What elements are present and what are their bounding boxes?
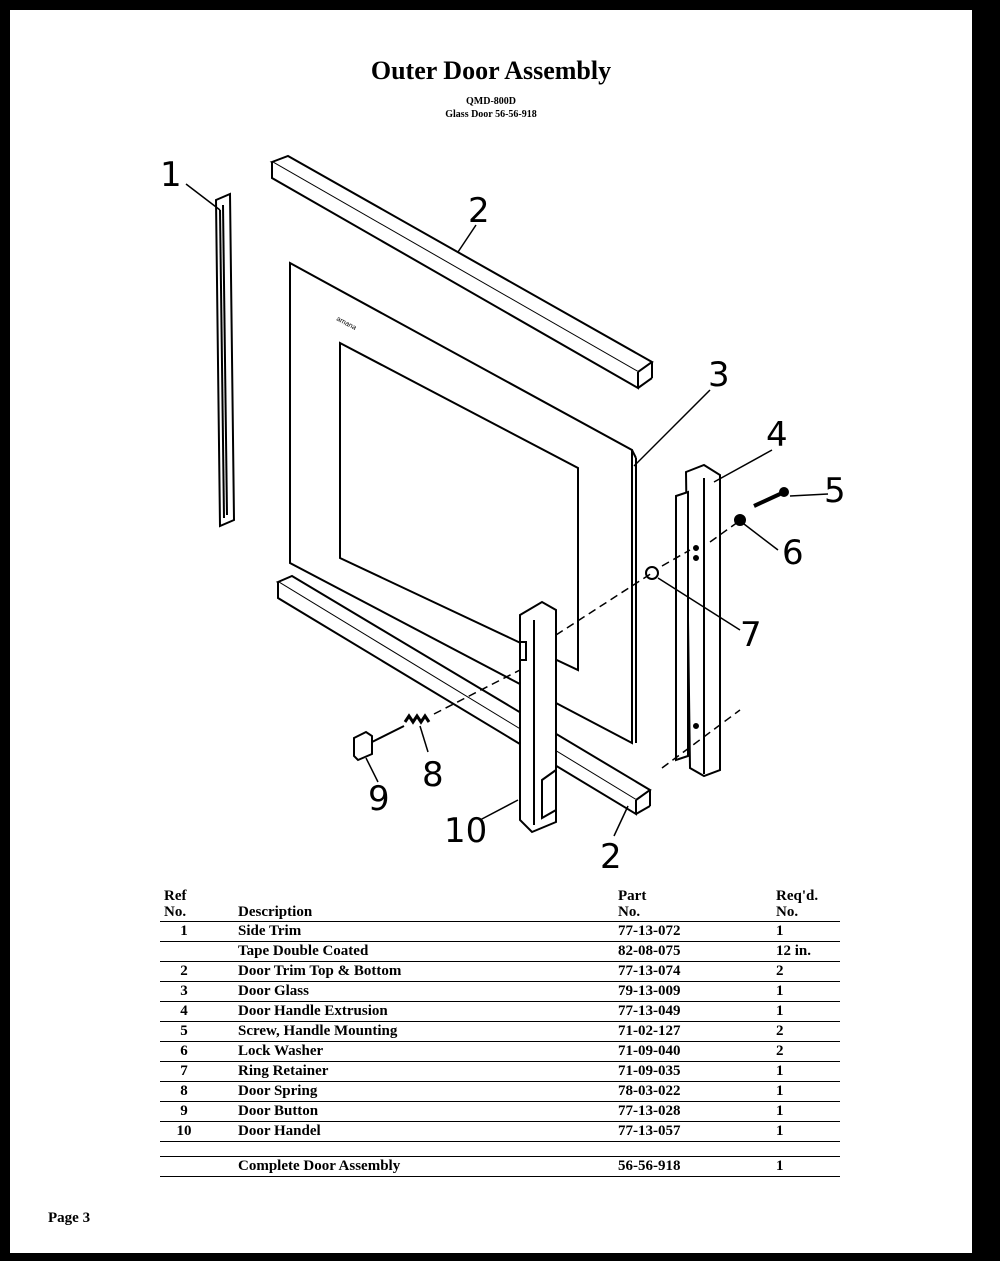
- table-row: 9 Door Button 77-13-028 1: [160, 1101, 840, 1122]
- quantity-cell: 1: [772, 1121, 840, 1142]
- table-row: Tape Double Coated 82-08-075 12 in.: [160, 941, 840, 962]
- door-trim-top-part: [269, 154, 654, 390]
- total-part-number-cell: 56-56-918: [614, 1156, 772, 1177]
- table-row: 5 Screw, Handle Mounting 71-02-127 2: [160, 1021, 840, 1042]
- quantity-cell: 1: [772, 1101, 840, 1122]
- description-cell: Door Trim Top & Bottom: [208, 961, 614, 982]
- part-number-cell: 71-09-035: [614, 1061, 772, 1082]
- description-cell: Door Spring: [208, 1081, 614, 1102]
- part-number-cell: 79-13-009: [614, 981, 772, 1002]
- ref-cell: 8: [160, 1081, 208, 1102]
- callout-2-bottom: 2: [600, 837, 622, 877]
- callout-7: 7: [740, 615, 762, 655]
- ref-cell: 4: [160, 1001, 208, 1022]
- ref-cell: 3: [160, 981, 208, 1002]
- glass-door-number: Glass Door 56-56-918: [445, 109, 537, 120]
- callout-5: 5: [824, 471, 846, 511]
- ref-cell: 9: [160, 1101, 208, 1122]
- total-description-cell: Complete Door Assembly: [208, 1156, 614, 1177]
- callout-6: 6: [782, 533, 804, 573]
- callout-4: 4: [766, 415, 788, 455]
- callout-9: 9: [368, 779, 390, 819]
- ref-cell: 1: [160, 921, 208, 942]
- table-total-row: Complete Door Assembly 56-56-918 1: [160, 1156, 840, 1177]
- description-header: Description: [208, 888, 614, 922]
- ref-cell: 10: [160, 1121, 208, 1142]
- page-number: Page 3: [48, 1210, 91, 1226]
- table-row: 6 Lock Washer 71-09-040 2: [160, 1041, 840, 1062]
- ref-cell: 5: [160, 1021, 208, 1042]
- description-cell: Screw, Handle Mounting: [208, 1021, 614, 1042]
- quantity-cell: 12 in.: [772, 941, 840, 962]
- part-number-cell: 77-13-049: [614, 1001, 772, 1022]
- page-title: Outer Door Assembly: [370, 56, 612, 85]
- description-cell: Door Button: [208, 1101, 614, 1122]
- exploded-view-diagram: amana: [160, 154, 846, 877]
- side-trim-part: [214, 192, 236, 528]
- ref-cell: [160, 941, 208, 962]
- part-number-cell: 77-13-028: [614, 1101, 772, 1122]
- description-cell: Lock Washer: [208, 1041, 614, 1062]
- reqd-no-header: Req'd.No.: [772, 888, 840, 922]
- callout-3: 3: [708, 355, 730, 395]
- part-number-cell: 77-13-074: [614, 961, 772, 982]
- total-quantity-cell: 1: [772, 1156, 840, 1177]
- table-row: 2 Door Trim Top & Bottom 77-13-074 2: [160, 961, 840, 982]
- table-row: 1 Side Trim 77-13-072 1: [160, 921, 840, 942]
- description-cell: Ring Retainer: [208, 1061, 614, 1082]
- table-row: 10 Door Handel 77-13-057 1: [160, 1121, 840, 1142]
- part-number-cell: 71-02-127: [614, 1021, 772, 1042]
- ref-cell: 2: [160, 961, 208, 982]
- quantity-cell: 1: [772, 921, 840, 942]
- part-number-cell: 77-13-072: [614, 921, 772, 942]
- quantity-cell: 2: [772, 961, 840, 982]
- description-cell: Door Handel: [208, 1121, 614, 1142]
- part-number-cell: 71-09-040: [614, 1041, 772, 1062]
- quantity-cell: 1: [772, 981, 840, 1002]
- table-spacer-row: [160, 1141, 840, 1157]
- ref-cell: 6: [160, 1041, 208, 1062]
- door-spring-part: [403, 713, 431, 725]
- callout-10: 10: [444, 811, 487, 851]
- description-cell: Side Trim: [208, 921, 614, 942]
- quantity-cell: 1: [772, 1001, 840, 1022]
- callout-2-top: 2: [468, 191, 490, 231]
- handle-extrusion-part: [675, 463, 721, 778]
- part-number-cell: 77-13-057: [614, 1121, 772, 1142]
- quantity-cell: 2: [772, 1041, 840, 1062]
- table-row: 7 Ring Retainer 71-09-035 1: [160, 1061, 840, 1082]
- callout-1: 1: [160, 155, 182, 195]
- table-row: 4 Door Handle Extrusion 77-13-049 1: [160, 1001, 840, 1022]
- model-number: QMD-800D: [466, 96, 516, 107]
- door-handle-part: [519, 600, 557, 834]
- door-button-part: [353, 725, 405, 762]
- ref-cell: 7: [160, 1061, 208, 1082]
- quantity-cell: 1: [772, 1081, 840, 1102]
- table-row: 3 Door Glass 79-13-009 1: [160, 981, 840, 1002]
- description-cell: Door Handle Extrusion: [208, 1001, 614, 1022]
- part-number-cell: 78-03-022: [614, 1081, 772, 1102]
- table-row: 8 Door Spring 78-03-022 1: [160, 1081, 840, 1102]
- parts-sheet: Outer Door Assembly QMD-800D Glass Door …: [10, 10, 972, 1253]
- description-cell: Tape Double Coated: [208, 941, 614, 962]
- handle-screw-part: [753, 487, 789, 508]
- quantity-cell: 2: [772, 1021, 840, 1042]
- quantity-cell: 1: [772, 1061, 840, 1082]
- description-cell: Door Glass: [208, 981, 614, 1002]
- callout-8: 8: [422, 755, 444, 795]
- ring-retainer-part: [645, 566, 659, 580]
- part-number-cell: 82-08-075: [614, 941, 772, 962]
